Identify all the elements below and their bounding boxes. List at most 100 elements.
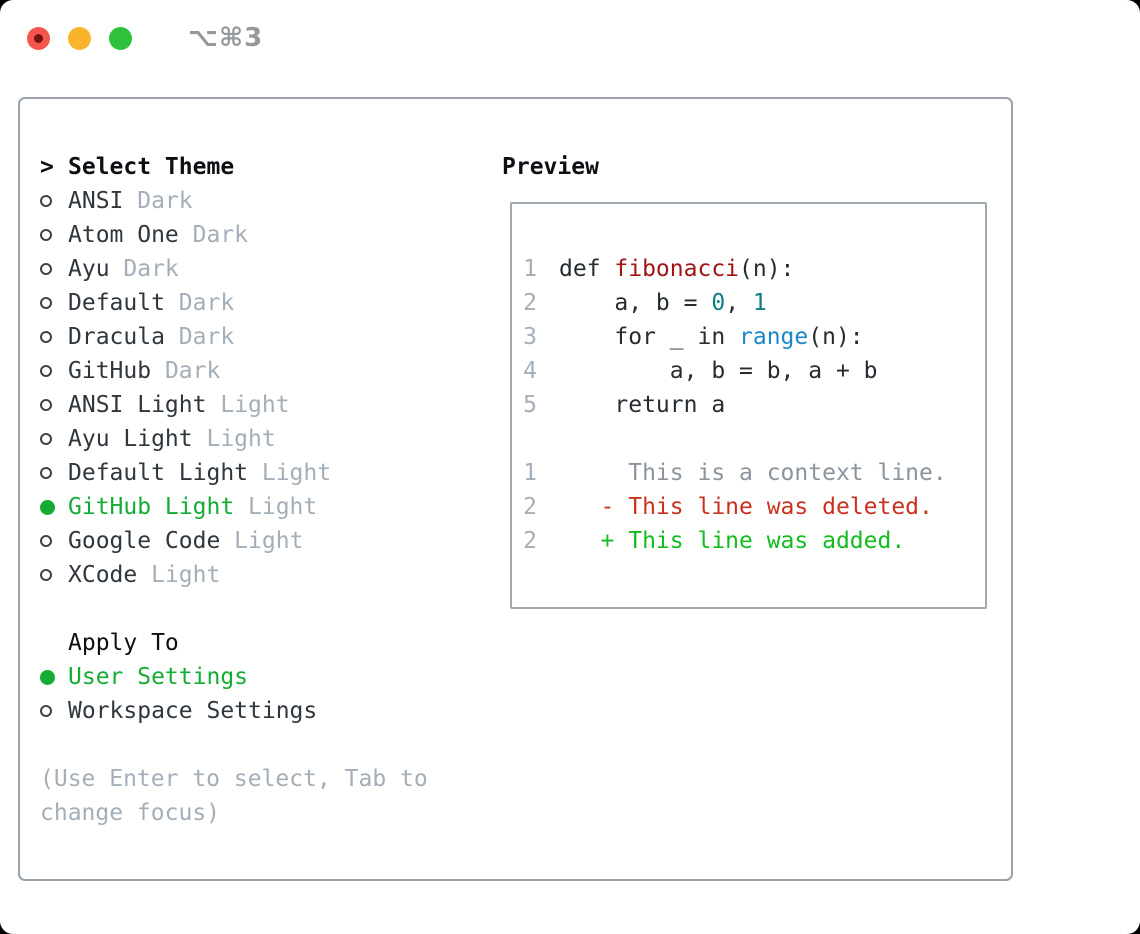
code-segment-code: def [559,256,615,282]
option-label: Dracula [68,324,165,350]
code-segment-added: + This line was added. [559,528,906,554]
option-label: Default [68,290,165,316]
radio-icon [40,569,52,581]
option-label: GitHub [68,358,152,384]
select-theme-title: Select Theme [68,154,235,180]
code-segment-code: a, b = b, a + b [559,358,878,384]
theme-option[interactable]: Ayu Dark [40,252,480,286]
line-number: 5 [523,392,537,418]
close-button[interactable] [27,27,50,50]
code-line: 2 + This line was added. [523,524,985,558]
line-number: 2 [523,528,537,554]
theme-option[interactable]: Ayu Light Light [40,422,480,456]
option-label: GitHub Light [68,494,235,520]
theme-option[interactable]: Default Light Light [40,456,480,490]
line-number [523,422,537,456]
code-segment-code: return a [559,392,726,418]
option-label: XCode [68,562,138,588]
variant-tag: Light [137,562,221,588]
variant-tag: Dark [123,188,193,214]
theme-option[interactable]: GitHub Dark [40,354,480,388]
radio-icon [40,399,52,411]
code-segment-num: 0 [711,290,726,316]
preview-title: Preview [502,154,599,180]
radio-icon [40,263,52,275]
radio-icon [40,467,52,479]
spacer [40,592,480,626]
zoom-button[interactable] [109,27,132,50]
option-label: Google Code [68,528,221,554]
variant-tag: Light [248,460,332,486]
radio-icon [40,331,52,343]
code-segment-func: fibonacci [614,256,740,282]
code-segment-code: , [725,290,753,316]
variant-tag: Light [220,528,304,554]
apply-option[interactable]: User Settings [40,660,480,694]
option-label: Default Light [68,460,249,486]
apply-option[interactable]: Workspace Settings [40,694,480,728]
code-line [523,422,985,456]
option-label: User Settings [68,664,249,690]
option-label: Atom One [68,222,179,248]
option-label: ANSI [68,188,124,214]
line-number: 3 [523,324,537,350]
code-segment-deleted: - This line was deleted. [559,494,933,520]
apply-to-title: Apply To [68,630,179,656]
hint-line-1: (Use Enter to select, Tab to [40,766,428,792]
spacer [40,728,480,762]
select-theme-header: > Select Theme [40,150,480,184]
hint-line-2: change focus) [40,800,221,826]
radio-icon [40,705,52,717]
variant-tag: Light [234,494,318,520]
unsaved-changes-dot [34,34,43,43]
code-segment-code: (n): [739,256,795,282]
code-line: 3 for _ in range(n): [523,320,985,354]
line-number: 1 [523,256,537,282]
code-segment-code: (n): [808,324,864,350]
code-segment-code: a, b = [559,290,712,316]
theme-option[interactable]: GitHub Light Light [40,490,480,524]
theme-option[interactable]: Google Code Light [40,524,480,558]
code-line: 2 - This line was deleted. [523,490,985,524]
theme-option[interactable]: Default Dark [40,286,480,320]
code-segment-num: 1 [752,290,767,316]
option-label: Ayu [68,256,110,282]
variant-tag: Dark [109,256,179,282]
theme-option[interactable]: XCode Light [40,558,480,592]
line-number: 2 [523,290,537,316]
variant-tag: Light [206,392,290,418]
variant-tag: Dark [151,358,221,384]
radio-selected-icon [40,669,55,685]
radio-icon [40,433,52,445]
code-line: 2 a, b = 0, 1 [523,286,985,320]
variant-tag: Dark [164,290,235,316]
line-number: 4 [523,358,537,384]
theme-option[interactable]: Dracula Dark [40,320,480,354]
theme-option[interactable]: ANSI Light Light [40,388,480,422]
theme-option[interactable]: ANSI Dark [40,184,480,218]
code-segment-builtin: range [739,324,809,350]
radio-icon [40,365,52,377]
radio-icon [40,535,52,547]
variant-tag: Dark [164,324,235,350]
option-label: Ayu Light [68,426,193,452]
theme-option[interactable]: Atom One Dark [40,218,480,252]
code-segment-code: for _ in [559,324,740,350]
option-label: Workspace Settings [68,698,318,724]
option-label: ANSI Light [68,392,207,418]
radio-icon [40,195,52,207]
titlebar: ⌥⌘3 [27,25,263,51]
radio-icon [40,229,52,241]
minimize-button[interactable] [68,27,91,50]
radio-selected-icon [40,499,55,515]
code-line: 1 This is a context line. [523,456,985,490]
code-line: 4 a, b = b, a + b [523,354,985,388]
line-number: 1 [523,460,537,486]
